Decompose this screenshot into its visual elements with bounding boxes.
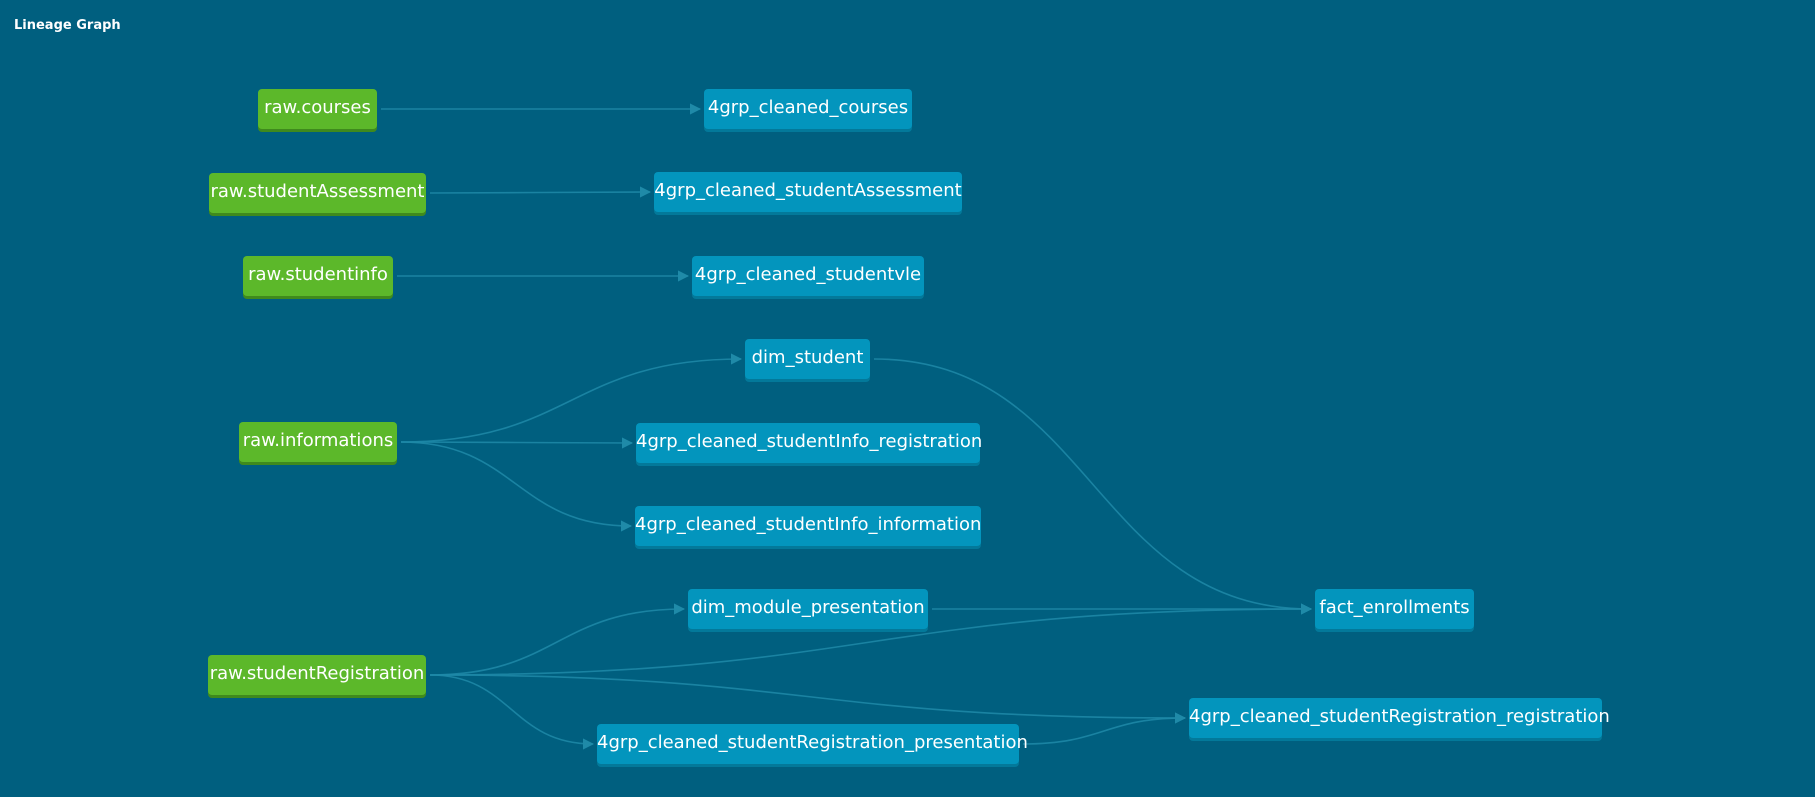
edge-raw-studentregistration-to-cleaned-studentregistration-registration xyxy=(429,674,1187,724)
node-fact-enrollments[interactable]: fact_enrollments xyxy=(1315,589,1474,629)
node-raw-courses[interactable]: raw.courses xyxy=(258,89,377,129)
edge-raw-studentregistration-to-dim-module-presentation xyxy=(429,603,686,676)
node-dim-module-presentation[interactable]: dim_module_presentation xyxy=(688,589,928,629)
node-raw-informations[interactable]: raw.informations xyxy=(239,422,397,462)
node-cleaned-courses[interactable]: 4grp_cleaned_courses xyxy=(704,89,912,129)
edge-dim-student-to-fact-enrollments xyxy=(873,358,1313,615)
edge-raw-studentregistration-to-fact-enrollments xyxy=(429,603,1313,676)
node-dim-student[interactable]: dim_student xyxy=(745,339,870,379)
node-cleaned-studentregistration-presentation[interactable]: 4grp_cleaned_studentRegistration_present… xyxy=(597,724,1028,764)
node-cleaned-studentinfo-registration[interactable]: 4grp_cleaned_studentInfo_registration xyxy=(636,423,982,463)
node-raw-studentassessment[interactable]: raw.studentAssessment xyxy=(209,173,426,213)
node-raw-studentregistration[interactable]: raw.studentRegistration xyxy=(208,655,426,695)
edge-raw-informations-to-dim-student xyxy=(400,353,743,443)
edge-raw-informations-to-cleaned-studentinfo-registration xyxy=(400,437,634,449)
node-cleaned-studentvle[interactable]: 4grp_cleaned_studentvle xyxy=(692,256,924,296)
edge-raw-informations-to-cleaned-studentinfo-information xyxy=(400,441,633,532)
node-raw-studentinfo[interactable]: raw.studentinfo xyxy=(243,256,393,296)
edge-raw-studentregistration-to-cleaned-studentregistration-presentation xyxy=(429,674,595,750)
node-cleaned-studentassessment[interactable]: 4grp_cleaned_studentAssessment xyxy=(654,172,962,212)
edge-cleaned-studentregistration-presentation-to-cleaned-studentregistration-registration xyxy=(1022,712,1187,745)
node-cleaned-studentinfo-information[interactable]: 4grp_cleaned_studentInfo_information xyxy=(635,506,981,546)
node-cleaned-studentregistration-registration[interactable]: 4grp_cleaned_studentRegistration_registr… xyxy=(1189,698,1610,738)
page-title: Lineage Graph xyxy=(14,18,121,33)
edge-raw-studentassessment-to-cleaned-studentassessment xyxy=(429,186,652,198)
